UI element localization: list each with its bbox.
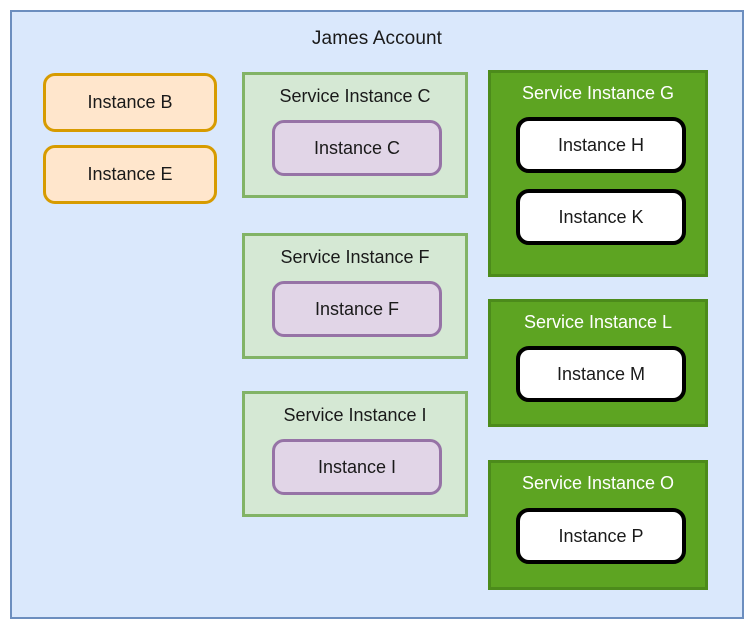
service-label: Service Instance L [523, 312, 673, 332]
service-container-f[interactable]: Service Instance F Instance F [242, 233, 468, 359]
instance-box-k[interactable]: Instance K [516, 189, 686, 245]
service-container-g[interactable]: Service Instance G Instance H Instance K [488, 70, 708, 277]
service-label: Service Instance G [521, 83, 675, 103]
service-label: Service Instance O [521, 473, 675, 493]
instance-label: Instance M [556, 363, 646, 384]
instance-label: Instance F [314, 298, 400, 319]
service-label: Service Instance F [280, 247, 430, 267]
account-title: James Account [311, 28, 443, 49]
instance-box-e[interactable]: Instance E [43, 145, 217, 204]
instance-box-p[interactable]: Instance P [516, 508, 686, 564]
instance-box-c[interactable]: Instance C [272, 120, 442, 176]
instance-label: Instance H [557, 134, 645, 155]
instance-box-m[interactable]: Instance M [516, 346, 686, 402]
instance-box-h[interactable]: Instance H [516, 117, 686, 173]
instance-label: Instance B [87, 92, 173, 112]
instance-label: Instance C [313, 137, 401, 158]
service-container-i[interactable]: Service Instance I Instance I [242, 391, 468, 517]
service-container-c[interactable]: Service Instance C Instance C [242, 72, 468, 198]
service-label: Service Instance I [283, 405, 427, 425]
instance-box-i[interactable]: Instance I [272, 439, 442, 495]
instance-label: Instance E [87, 164, 173, 184]
service-container-l[interactable]: Service Instance L Instance M [488, 299, 708, 427]
service-label: Service Instance C [279, 86, 431, 106]
service-container-o[interactable]: Service Instance O Instance P [488, 460, 708, 590]
instance-box-b[interactable]: Instance B [43, 73, 217, 132]
instance-label: Instance K [558, 206, 644, 227]
instance-label: Instance I [317, 456, 397, 477]
instance-box-f[interactable]: Instance F [272, 281, 442, 337]
instance-label: Instance P [558, 525, 644, 546]
account-container: James Account Instance B Instance E Serv… [10, 10, 744, 619]
